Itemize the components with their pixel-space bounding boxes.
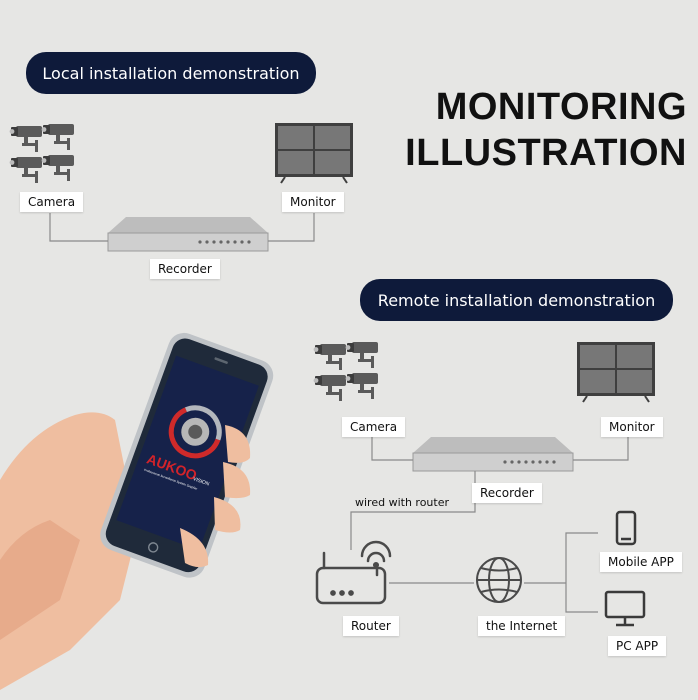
heading-line1: MONITORING xyxy=(435,86,687,128)
aukoo-logo-icon xyxy=(168,405,222,459)
remote-cameras xyxy=(313,342,378,401)
mobile-icon xyxy=(615,510,637,546)
globe-icon xyxy=(476,557,522,603)
router-icon xyxy=(315,540,392,605)
router-label: Router xyxy=(343,616,399,636)
remote-monitor-label: Monitor xyxy=(601,417,663,437)
local-recorder-label: Recorder xyxy=(150,259,220,279)
remote-demo-title: Remote installation demonstration xyxy=(360,279,673,321)
local-monitor-label: Monitor xyxy=(282,192,344,212)
internet-label: the Internet xyxy=(478,616,566,636)
pc-icon xyxy=(604,590,646,627)
remote-camera-label: Camera xyxy=(342,417,406,437)
heading-line2: ILLUSTRATION xyxy=(405,132,687,174)
remote-recorder xyxy=(412,436,574,472)
phone-brand-suffix: VISION xyxy=(192,476,210,488)
wired-with-router-label: wired with router xyxy=(355,496,449,509)
remote-monitor xyxy=(576,341,656,403)
local-camera-label: Camera xyxy=(20,192,84,212)
local-monitor xyxy=(274,122,354,184)
local-connections xyxy=(49,213,315,242)
mobile-app-label: Mobile APP xyxy=(600,552,682,572)
local-recorder xyxy=(107,216,269,252)
pc-app-label: PC APP xyxy=(608,636,667,656)
local-demo-title: Local installation demonstration xyxy=(26,52,316,94)
hand-with-phone: AUKOO VISION Professional Surveillance S… xyxy=(0,332,274,690)
local-cameras xyxy=(9,124,74,183)
remote-recorder-label: Recorder xyxy=(472,483,542,503)
